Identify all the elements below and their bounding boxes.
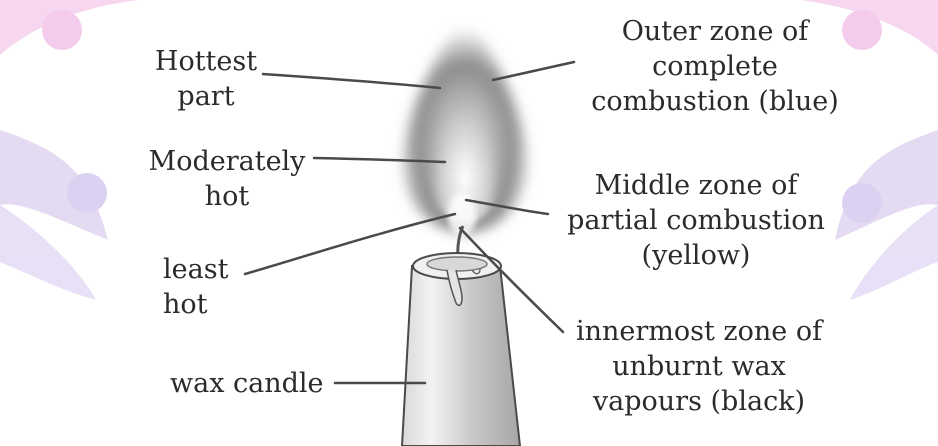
label-least-hot: least hot bbox=[163, 252, 243, 322]
candle bbox=[402, 253, 520, 446]
label-innermost-zone: innermost zone of unburnt wax vapours (b… bbox=[566, 314, 832, 419]
flame bbox=[402, 12, 528, 237]
leader-hottest-part bbox=[263, 74, 440, 88]
label-moderately-hot: Moderately hot bbox=[143, 144, 311, 214]
label-outer-zone: Outer zone of complete combustion (blue) bbox=[586, 14, 844, 119]
leader-outer-zone bbox=[493, 62, 574, 80]
label-hottest-part: Hottest part bbox=[151, 44, 261, 114]
label-wax-candle: wax candle bbox=[170, 366, 340, 401]
label-middle-zone: Middle zone of partial combustion (yello… bbox=[564, 168, 828, 273]
